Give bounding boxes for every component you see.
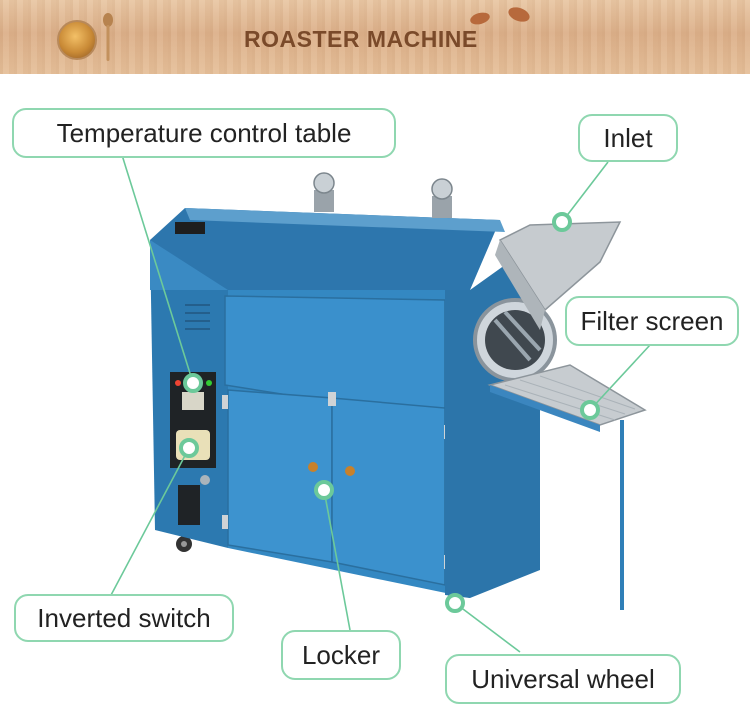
callout-inverted-switch: Inverted switch: [14, 594, 234, 642]
page-title: ROASTER MACHINE: [244, 26, 478, 52]
callout-inlet: Inlet: [578, 114, 678, 162]
roaster-machine-illustration: [109, 154, 651, 653]
wood-texture: [0, 0, 750, 74]
leader-lines: [109, 154, 651, 653]
diagram-area: Temperature control table Inlet Filter s…: [0, 74, 750, 708]
callout-temperature-control-table: Temperature control table: [12, 108, 396, 158]
header-banner: ROASTER MACHINE: [0, 0, 750, 74]
callout-universal-wheel: Universal wheel: [445, 654, 681, 704]
wooden-spoon-icon: [103, 13, 113, 61]
roasted-nuts-plate-icon: [57, 20, 97, 60]
callout-dots: [179, 212, 600, 613]
callout-locker: Locker: [281, 630, 401, 680]
callout-filter-screen: Filter screen: [565, 296, 739, 346]
